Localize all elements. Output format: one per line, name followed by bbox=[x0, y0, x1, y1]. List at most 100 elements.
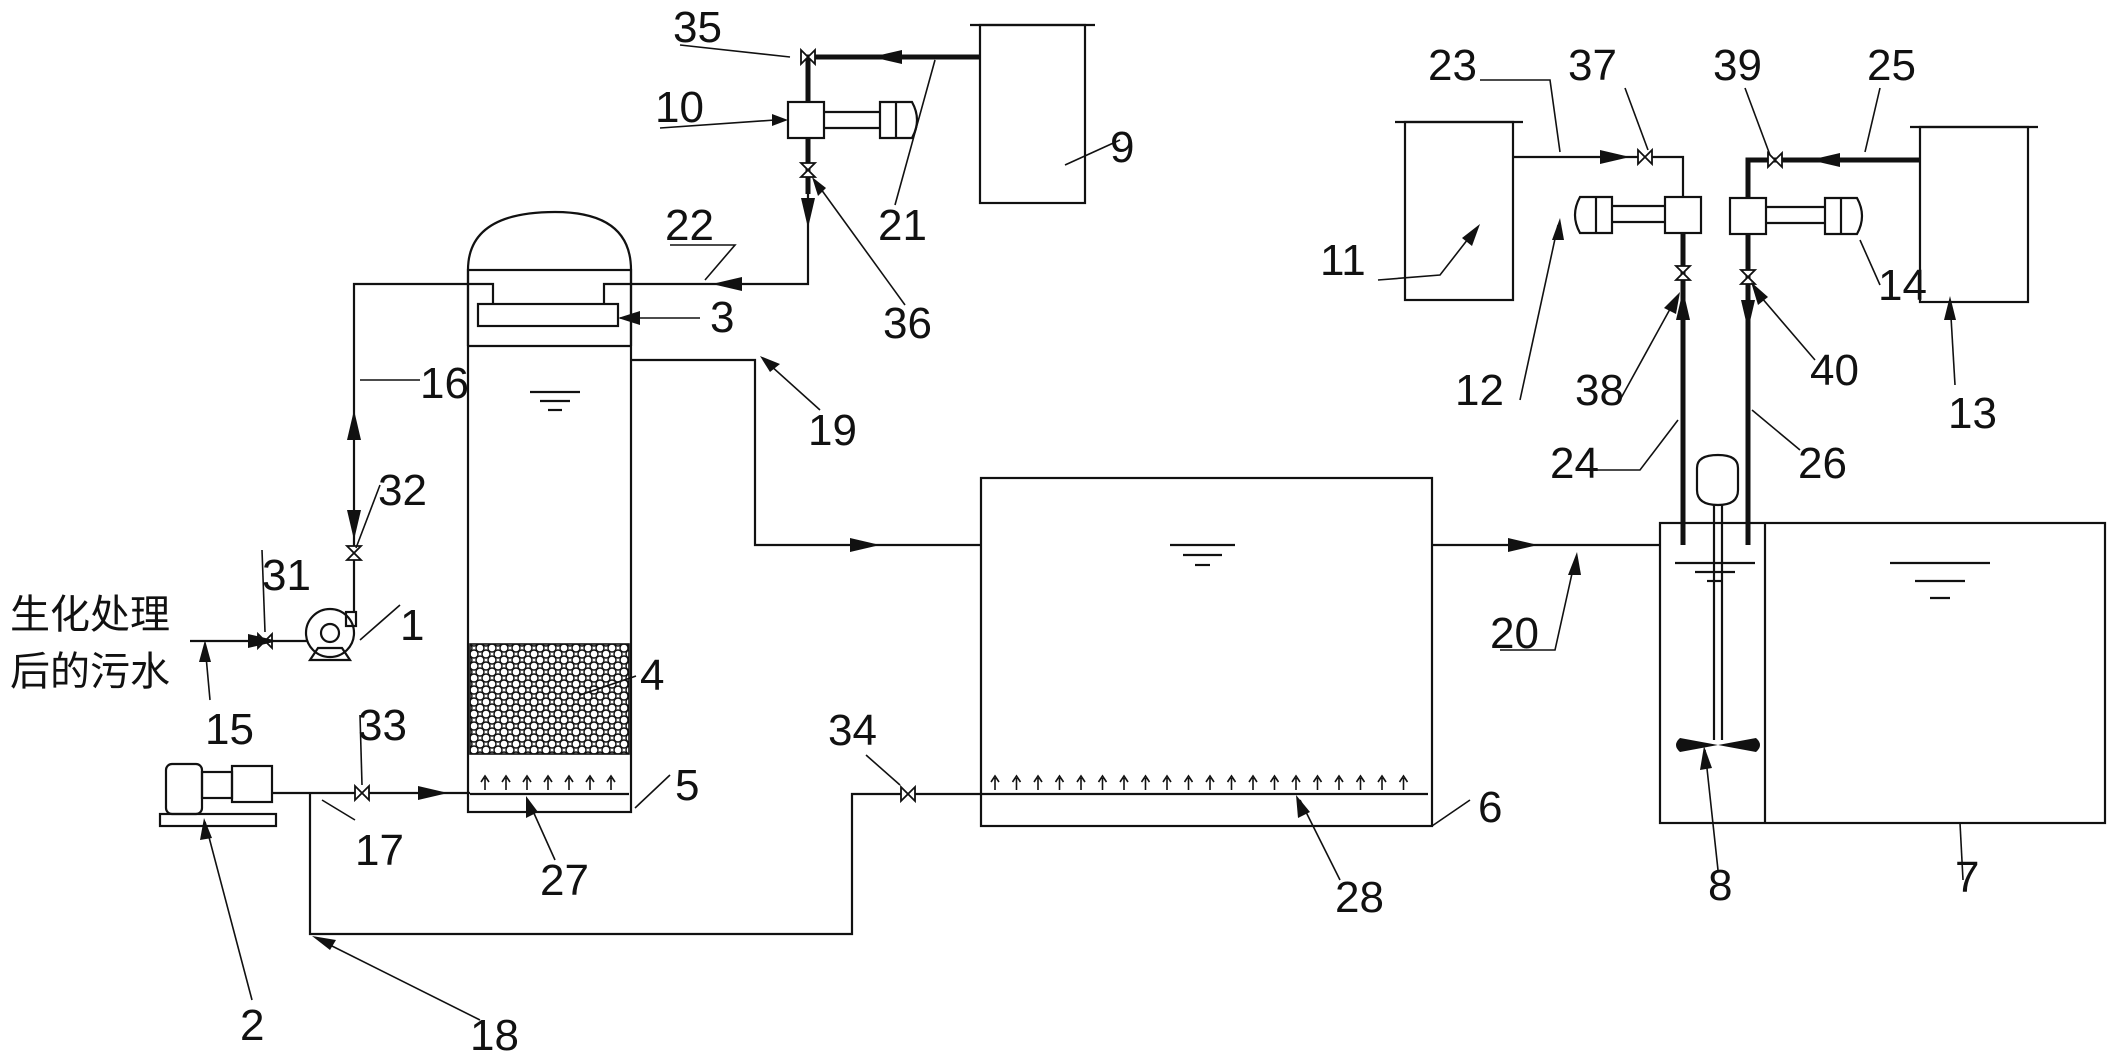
label-9: 9 bbox=[1110, 123, 1134, 172]
aerator-nozzle bbox=[1312, 774, 1323, 790]
label-13: 13 bbox=[1948, 389, 1997, 438]
label-23: 23 bbox=[1428, 41, 1477, 90]
label-2: 2 bbox=[240, 1001, 264, 1050]
label-39: 39 bbox=[1713, 41, 1762, 90]
label-14: 14 bbox=[1878, 261, 1927, 310]
aerator-nozzle bbox=[564, 774, 574, 790]
tank-13 bbox=[1910, 125, 2038, 304]
dosing-pump-10 bbox=[786, 100, 919, 140]
water-level-symbol bbox=[530, 390, 580, 412]
label-11: 11 bbox=[1320, 236, 1366, 285]
aerator-nozzle bbox=[606, 774, 616, 790]
aerator-nozzle bbox=[501, 774, 511, 790]
label-4: 4 bbox=[640, 651, 664, 700]
valve-32 bbox=[344, 545, 364, 561]
dosing-pump-12 bbox=[1573, 195, 1703, 235]
aerator-28-nozzles bbox=[990, 774, 1409, 790]
distributor-box bbox=[476, 302, 620, 328]
label-38: 38 bbox=[1575, 366, 1624, 415]
component-labels: 35 10 21 9 36 22 3 19 16 32 31 1 15 4 33… bbox=[205, 3, 1997, 1055]
valve-40 bbox=[1738, 269, 1758, 285]
label-7: 7 bbox=[1955, 853, 1979, 902]
aerator-nozzle bbox=[1355, 774, 1366, 790]
label-16: 16 bbox=[420, 359, 469, 408]
label-15: 15 bbox=[205, 705, 254, 754]
label-5: 5 bbox=[675, 761, 699, 810]
aerator-nozzle bbox=[1011, 774, 1022, 790]
label-33: 33 bbox=[358, 701, 407, 750]
aerator-nozzle bbox=[522, 774, 532, 790]
aerator-nozzle bbox=[1140, 774, 1151, 790]
right-tank bbox=[1658, 453, 2107, 825]
aerator-nozzle bbox=[1033, 774, 1043, 790]
label-32: 32 bbox=[378, 466, 427, 515]
label-37: 37 bbox=[1568, 41, 1617, 90]
label-17: 17 bbox=[355, 826, 404, 875]
aerator-nozzle bbox=[1291, 774, 1301, 790]
valves bbox=[257, 47, 1783, 804]
aerator-nozzle bbox=[1226, 774, 1237, 790]
aerator-nozzle bbox=[1205, 774, 1215, 790]
label-19: 19 bbox=[808, 406, 857, 455]
tank-9 bbox=[970, 23, 1095, 205]
aerator-nozzle bbox=[1248, 774, 1258, 790]
blower-2 bbox=[158, 762, 320, 828]
inlet-text-line2: 后的污水 bbox=[10, 649, 170, 695]
aerator-nozzle bbox=[1097, 774, 1108, 790]
dosing-pump-14 bbox=[1728, 196, 1864, 236]
label-6: 6 bbox=[1478, 783, 1502, 832]
middle-tank bbox=[979, 476, 1434, 828]
label-22: 22 bbox=[665, 201, 714, 250]
stirrer bbox=[1676, 453, 1760, 752]
valve-37 bbox=[1637, 147, 1653, 167]
aerator-27-nozzles bbox=[480, 774, 616, 790]
aerator-nozzle bbox=[543, 774, 553, 790]
valve-33 bbox=[354, 783, 370, 803]
aerator-nozzle bbox=[1119, 774, 1129, 790]
label-27: 27 bbox=[540, 856, 589, 905]
label-18: 18 bbox=[470, 1011, 519, 1055]
label-20: 20 bbox=[1490, 609, 1539, 658]
label-3: 3 bbox=[710, 293, 734, 342]
inlet-text-line1: 生化处理 bbox=[10, 592, 170, 638]
reactor-column bbox=[466, 210, 633, 814]
label-28: 28 bbox=[1335, 873, 1384, 922]
aerator-nozzle bbox=[480, 774, 490, 790]
aerator-nozzle bbox=[1334, 774, 1344, 790]
inlet-description: 生化处理 后的污水 bbox=[10, 592, 170, 695]
label-24: 24 bbox=[1550, 439, 1599, 488]
label-8: 8 bbox=[1708, 861, 1732, 910]
label-26: 26 bbox=[1798, 439, 1847, 488]
valve-35 bbox=[800, 47, 816, 67]
label-10: 10 bbox=[655, 83, 704, 132]
valve-34 bbox=[900, 784, 916, 804]
water-level-symbol bbox=[1170, 543, 1235, 567]
label-35: 35 bbox=[673, 3, 722, 52]
aerator-nozzle bbox=[1398, 774, 1409, 790]
aerator-nozzle bbox=[1162, 774, 1172, 790]
aerator-nozzle bbox=[1269, 774, 1280, 790]
label-21: 21 bbox=[878, 201, 927, 250]
aerator-nozzle bbox=[1076, 774, 1086, 790]
flow-arrows bbox=[248, 50, 1840, 800]
packing-media bbox=[469, 643, 630, 755]
label-25: 25 bbox=[1867, 41, 1916, 90]
label-12: 12 bbox=[1455, 366, 1504, 415]
feed-pump-1 bbox=[304, 607, 358, 662]
label-36: 36 bbox=[883, 299, 932, 348]
aerator-nozzle bbox=[1183, 774, 1194, 790]
label-34: 34 bbox=[828, 706, 877, 755]
valve-38 bbox=[1673, 265, 1693, 281]
valve-36 bbox=[798, 162, 818, 178]
label-40: 40 bbox=[1810, 346, 1859, 395]
tank-11 bbox=[1395, 120, 1523, 302]
valve-39 bbox=[1767, 150, 1783, 170]
aerator-nozzle bbox=[585, 774, 595, 790]
aerator-nozzle bbox=[1054, 774, 1065, 790]
aerator-nozzle bbox=[990, 774, 1000, 790]
aerator-nozzle bbox=[1377, 774, 1387, 790]
label-1: 1 bbox=[400, 601, 424, 650]
label-31: 31 bbox=[262, 551, 311, 600]
leader-lines bbox=[199, 44, 1964, 1021]
